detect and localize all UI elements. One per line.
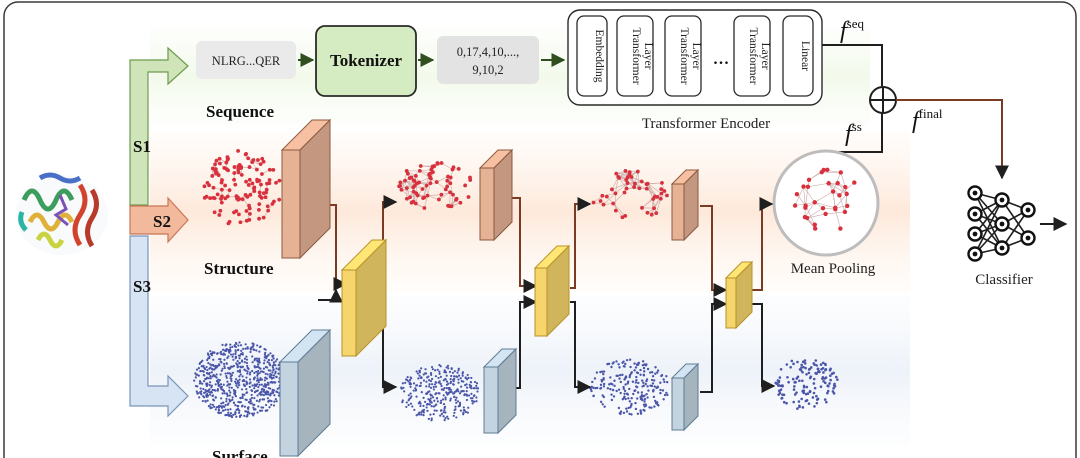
- s1-arrow: [129, 46, 189, 206]
- structure-cloud-1: [202, 149, 282, 226]
- mean-pooling-label: Mean Pooling: [791, 261, 876, 277]
- structure-cloud-2: [397, 161, 473, 210]
- f-seq-label: fseq: [840, 16, 865, 44]
- tokenizer-box: [315, 25, 417, 97]
- surface-cloud-2: [400, 363, 480, 422]
- connector-fusion3-to-surface4: [752, 303, 776, 393]
- encoder-layer-3-text-1: Transformer: [678, 27, 690, 84]
- surface-block-1: [278, 328, 332, 458]
- s3-arrow: [129, 235, 189, 418]
- surface-block-2: [482, 347, 518, 435]
- encoder-layer-4-text-2: Layer: [759, 43, 771, 70]
- connector-fusion3-to-pooling: [752, 197, 774, 291]
- encoder-layer-5-text-1: Linear: [799, 41, 811, 71]
- structure-cloud-3: [591, 168, 669, 220]
- token-ids-line2: 9,10,2: [472, 63, 503, 77]
- sequence-label: Sequence: [206, 102, 274, 121]
- encoder-layer-1-text-1: Embedding: [593, 29, 605, 82]
- s2-label: S2: [153, 212, 171, 231]
- encoder-ellipsis: ...: [713, 44, 730, 69]
- surface-cloud-4: [774, 359, 839, 410]
- encoder-layer-5: Linear: [782, 15, 814, 97]
- connector-surface3-to-fusion3: [700, 297, 728, 393]
- fusion-block-2: [533, 244, 571, 338]
- tokenizer-label: Tokenizer: [330, 51, 403, 70]
- sequence-input-text: NLRG...QER: [212, 54, 281, 68]
- structure-block-1: [280, 118, 332, 260]
- connector-fusion2-to-struct3: [570, 197, 592, 289]
- f-ss-label: fss: [845, 119, 862, 147]
- surface-block-3: [670, 362, 700, 432]
- surface-cloud-3: [588, 358, 669, 416]
- fusion-block-3: [724, 260, 754, 330]
- ss-to-combine-line: [826, 113, 883, 153]
- sequence-input-box: [196, 41, 296, 79]
- encoder-layer-2-text-2: Layer: [642, 43, 654, 70]
- classifier-network-icon: [967, 185, 1036, 262]
- s1-label: S1: [133, 137, 151, 156]
- connector-s1-surface-to-fusion1: [318, 288, 343, 303]
- encoder-layer-4-text-1: Transformer: [747, 27, 759, 84]
- encoder-layer-3-text-2: Layer: [690, 43, 702, 70]
- classifier-label: Classifier: [975, 272, 1033, 288]
- protein-structure-image: [16, 172, 108, 255]
- surface-band: [150, 296, 910, 446]
- mean-pooling-circle: [772, 149, 880, 257]
- connector-struct3-to-fusion3: [700, 205, 728, 297]
- f-final-label: ffinal: [912, 106, 943, 134]
- encoder-layer-2-text-1: Transformer: [630, 27, 642, 84]
- structure-block-2: [478, 148, 514, 242]
- transformer-encoder-title: Transformer Encoder: [642, 116, 770, 132]
- mean-pooling-cloud: [792, 167, 857, 231]
- s3-label: S3: [133, 277, 151, 296]
- token-ids-line1: 0,17,4,10,...,: [457, 45, 520, 59]
- encoder-layer-1: Embedding: [576, 15, 608, 97]
- connector-fusion2-to-surface3: [570, 301, 592, 394]
- surface-label: Surface: [212, 447, 268, 458]
- s2-arrow: [129, 196, 189, 244]
- structure-label: Structure: [204, 259, 274, 278]
- token-ids-box: [437, 36, 539, 84]
- feature-blocks: [278, 118, 754, 458]
- final-to-classifier-line: [896, 99, 1009, 180]
- fusion-block-1: [340, 238, 388, 358]
- structure-block-3: [670, 168, 700, 242]
- connector-struct2-to-fusion2: [510, 197, 538, 293]
- seq-to-combine-line: [822, 44, 883, 86]
